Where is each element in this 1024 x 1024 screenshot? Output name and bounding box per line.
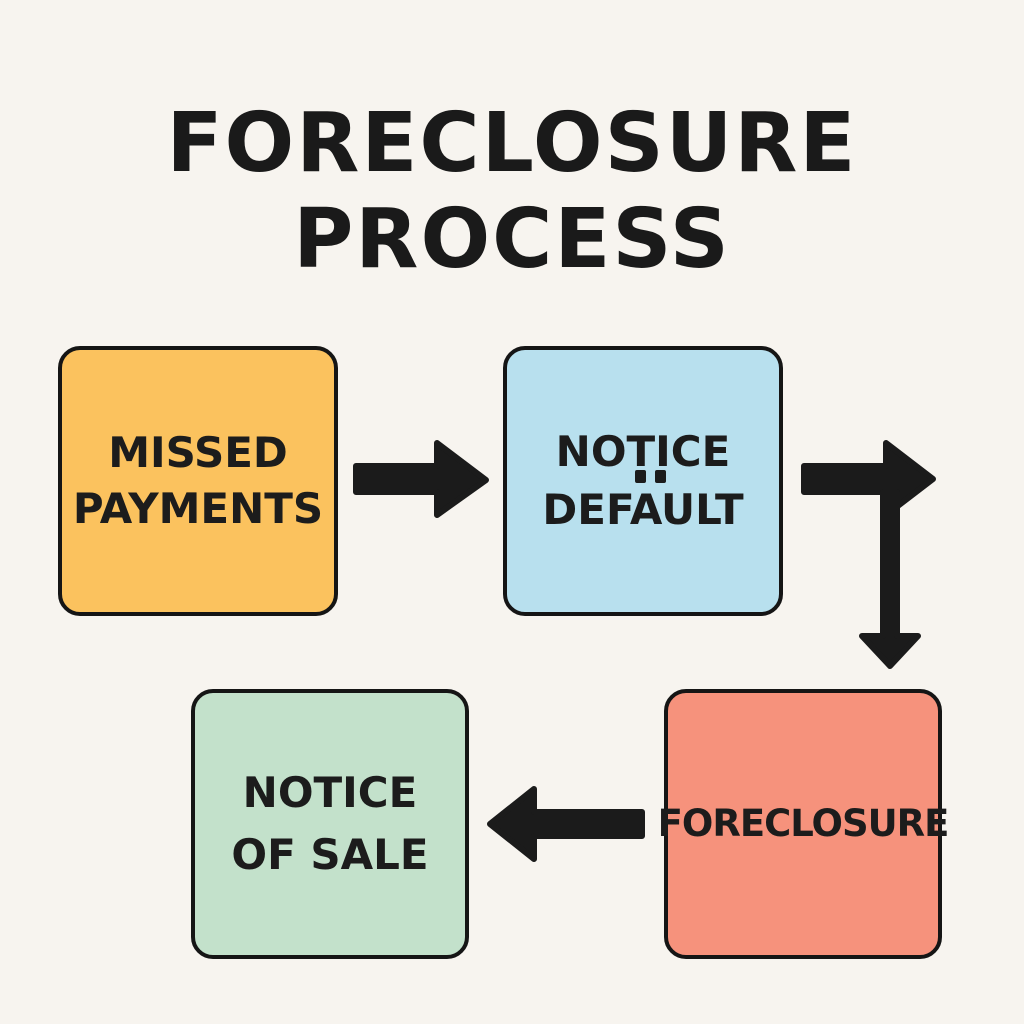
diagram-title: FORECLOSURE PROCESS [0, 96, 1024, 288]
step-label-line-1: FORECLOSURE [657, 802, 950, 845]
right-arrow-icon [353, 440, 489, 518]
step-label-line-2: DEFAULT [542, 485, 744, 534]
right-arrow-icon [801, 440, 936, 518]
step-label-line-2: OF SALE [231, 830, 429, 879]
separator-dots [635, 470, 675, 486]
step-label-line-1: NOTICE [242, 768, 418, 817]
step-missed-payments-box: MISSED PAYMENTS [58, 346, 338, 616]
title-line-1: FORECLOSURE [166, 96, 858, 191]
left-arrow-icon [487, 786, 645, 862]
step-label-line-1: MISSED [108, 428, 288, 477]
step-notice-default-box: NOTICE DEFAULT [503, 346, 783, 616]
step-label-line-2: PAYMENTS [72, 484, 324, 533]
title-line-2: PROCESS [293, 192, 731, 287]
step-foreclosure-box: FORECLOSURE [658, 689, 949, 959]
step-notice-of-sale-box: NOTICE OF SALE [191, 689, 469, 959]
step-label-line-1: NOTICE [555, 427, 731, 476]
down-arrow-icon [859, 489, 921, 669]
